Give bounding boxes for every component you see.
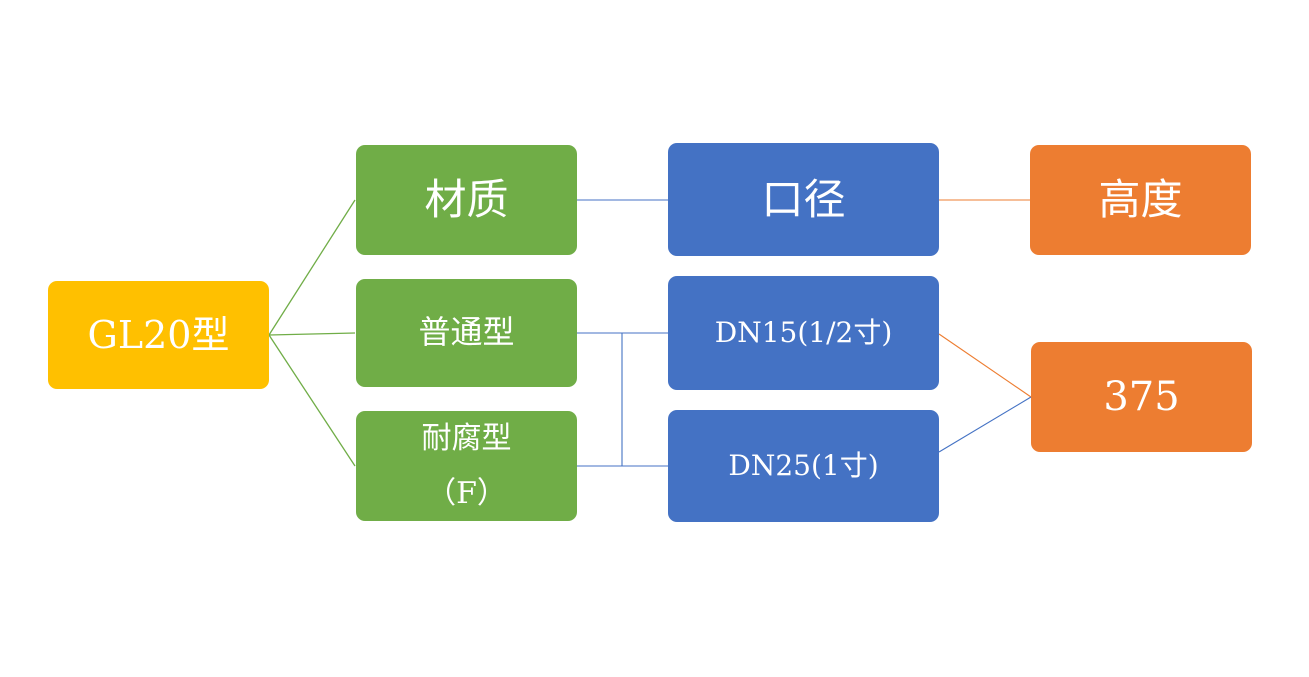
- connector-root-material: [268, 199, 356, 336]
- corrosion-type-box: 耐腐型 （F）: [356, 411, 577, 521]
- connector-dn25-value: [938, 396, 1032, 453]
- caliber-header-label: 口径: [761, 174, 846, 224]
- dn25-label: DN25(1寸): [728, 448, 879, 482]
- height-header-box: 高度: [1030, 145, 1251, 255]
- model-label: GL20型: [87, 312, 230, 357]
- normal-type-box: 普通型: [356, 279, 577, 387]
- height-value-box: 375: [1031, 342, 1252, 452]
- height-header-label: 高度: [1098, 175, 1183, 225]
- material-header-label: 材质: [424, 175, 509, 225]
- dn25-box: DN25(1寸): [668, 410, 939, 522]
- caliber-header-box: 口径: [668, 143, 939, 256]
- dn15-box: DN15(1/2寸): [668, 276, 939, 390]
- material-header-box: 材质: [356, 145, 577, 255]
- corrosion-type-label: 耐腐型 （F）: [421, 420, 512, 512]
- height-value-label: 375: [1103, 374, 1180, 420]
- connector-dn15-value: [938, 333, 1032, 398]
- dn15-label: DN15(1/2寸): [714, 315, 893, 349]
- normal-type-label: 普通型: [418, 313, 515, 352]
- connector-root-corrosion: [268, 334, 356, 467]
- connector-root-normal: [268, 332, 356, 336]
- model-box: GL20型: [48, 281, 269, 389]
